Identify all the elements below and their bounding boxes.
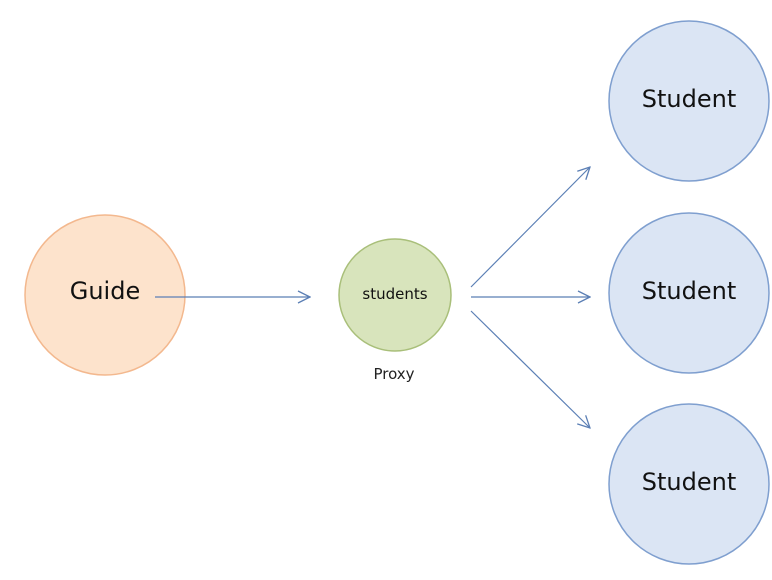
proxy-caption: Proxy	[373, 365, 415, 383]
guide-label: Guide	[69, 277, 141, 305]
student-label-3: Student	[641, 468, 737, 496]
arrow-proxy-to-student-3	[470, 310, 590, 428]
guide-node-circle	[24, 214, 186, 376]
proxy-node-circle	[338, 238, 452, 352]
proxy-node-label: students	[362, 285, 428, 303]
arrow-proxy-to-student-1	[470, 167, 590, 288]
student-node-circle-2	[608, 212, 770, 374]
student-label-2: Student	[641, 277, 737, 305]
student-node-circle-1	[608, 20, 770, 182]
student-label-1: Student	[641, 85, 737, 113]
student-node-circle-3	[608, 403, 770, 565]
